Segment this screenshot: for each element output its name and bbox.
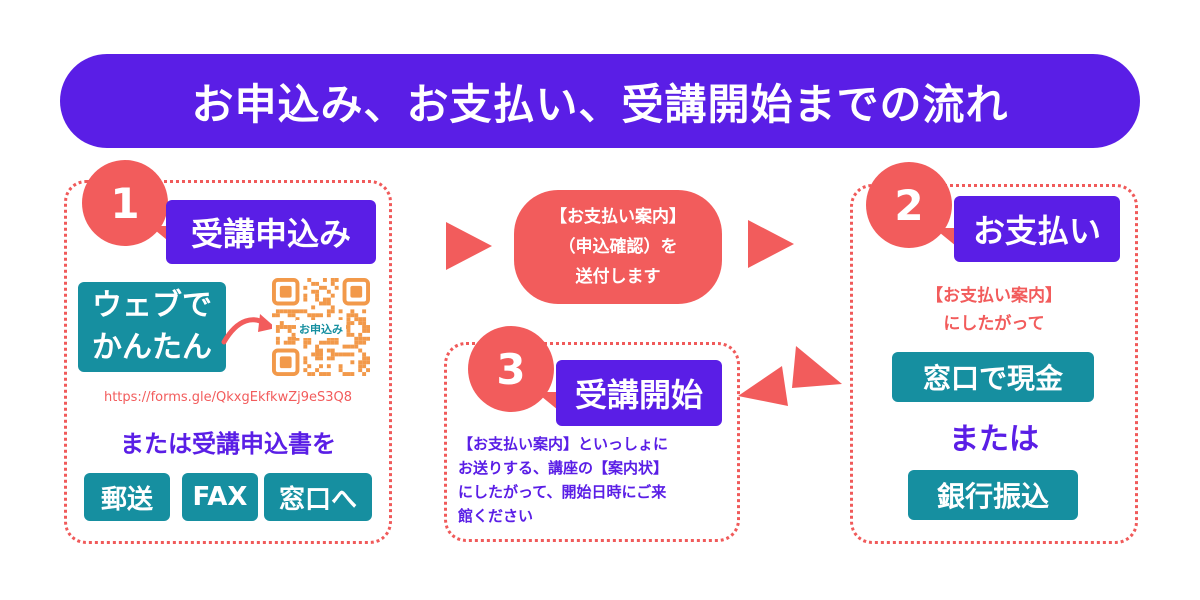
web-easy-line2: かんたん [92,330,212,365]
step3-body: 【お支払い案内】といっしょに お送りする、講座の【案内状】 にしたがって、開始日… [458,432,734,528]
option-mail-label: 郵送 [100,484,153,515]
payment-cash-counter: 窓口で現金 [892,352,1094,402]
notice-line1: 【お支払い案内】 [550,207,686,227]
step2-note: 【お支払い案内】 にしたがって [850,282,1138,338]
arrow-to-qr-icon [221,314,276,345]
option-counter-label: 窓口へ [278,484,357,515]
step2-badge-pointer [934,228,956,246]
option-mail: 郵送 [84,473,170,521]
option-counter: 窓口へ [264,473,372,521]
web-easy-label: ウェブで かんたん [78,282,226,372]
web-easy-line1: ウェブで [92,288,212,323]
step1-panel [64,180,392,544]
page-title: お申込み、お支払い、受講開始までの流れ [191,79,1009,129]
notice-line3: 送付します [575,267,661,287]
step2-heading: お支払い [954,196,1120,262]
qr-code-label: お申込み [296,320,346,338]
step2-panel [850,184,1138,544]
payment-cash-counter-label: 窓口で現金 [922,362,1063,395]
arrow-right-icon-2 [748,220,794,268]
step2-heading-label: お支払い [972,212,1101,250]
step3-body-line3: にしたがって、開始日時にご来 [458,483,667,501]
payment-or: または [949,422,1039,457]
step3-body-line2: お送りする、講座の【案内状】 [458,459,669,477]
alt-application-text: または受講申込書を [120,430,336,458]
step3-heading: 受講開始 [556,360,722,426]
notice-pill: 【お支払い案内】 （申込確認）を 送付します [514,190,722,304]
step2-note-line2: にしたがって [943,314,1045,334]
step1-heading-label: 受講申込み [190,215,351,253]
step1-heading: 受講申込み [166,200,376,264]
step3-panel [444,342,740,542]
step1-number: 1 [110,178,140,228]
payment-bank-transfer-label: 銀行振込 [936,480,1049,513]
notice-line2: （申込確認）を [558,237,678,257]
qr-code[interactable]: お申込み [272,278,370,376]
arrow-left-icon [738,346,842,406]
step2-number: 2 [894,180,924,230]
step2-note-line1: 【お支払い案内】 [926,286,1062,306]
step3-body-line4: 館ください [458,507,534,525]
payment-bank-transfer: 銀行振込 [908,470,1078,520]
application-url[interactable]: https://forms.gle/QkxgEkfkwZj9eS3Q8 [103,390,353,405]
step3-badge-pointer [536,392,558,410]
step3-number: 3 [496,344,526,394]
title-banner: お申込み、お支払い、受講開始までの流れ [60,54,1140,148]
step3-heading-label: 受講開始 [574,376,703,414]
option-fax: FAX [182,473,258,521]
option-fax-label: FAX [192,482,248,512]
step3-body-line1: 【お支払い案内】といっしょに [458,435,669,453]
arrow-right-icon-1 [446,222,492,270]
